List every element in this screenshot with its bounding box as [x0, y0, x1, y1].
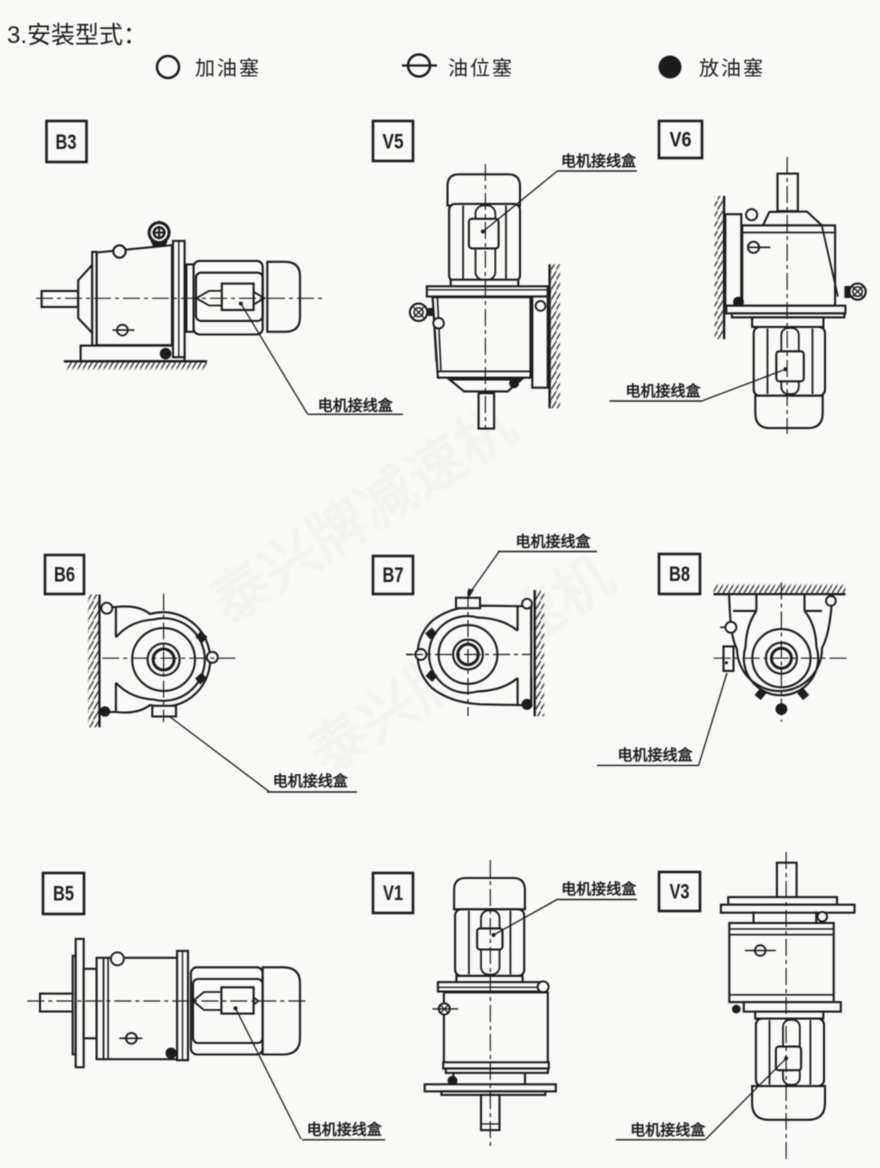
- svg-text:V1: V1: [383, 882, 403, 905]
- svg-text:V5: V5: [383, 131, 404, 154]
- svg-text:电机接线盒: 电机接线盒: [630, 1121, 706, 1139]
- svg-text:加油塞: 加油塞: [195, 57, 261, 80]
- svg-text:电机接线盒: 电机接线盒: [561, 880, 637, 898]
- svg-text:放油塞: 放油塞: [699, 57, 765, 80]
- svg-text:油位塞: 油位塞: [448, 57, 514, 80]
- svg-text:电机接线盒: 电机接线盒: [273, 772, 349, 790]
- svg-text:电机接线盒: 电机接线盒: [318, 397, 394, 415]
- svg-text:B5: B5: [53, 883, 74, 906]
- svg-text:电机接线盒: 电机接线盒: [626, 382, 702, 400]
- svg-text:电机接线盒: 电机接线盒: [516, 533, 592, 551]
- svg-text:电机接线盒: 电机接线盒: [307, 1121, 383, 1139]
- svg-text:3.安装型式：: 3.安装型式：: [7, 22, 147, 49]
- svg-text:V3: V3: [670, 881, 690, 904]
- svg-text:B7: B7: [383, 564, 404, 587]
- svg-text:电机接线盒: 电机接线盒: [561, 152, 637, 170]
- svg-text:电机接线盒: 电机接线盒: [618, 746, 694, 764]
- svg-text:V6: V6: [670, 129, 692, 152]
- svg-text:B8: B8: [669, 563, 690, 586]
- svg-text:B6: B6: [54, 564, 75, 587]
- svg-text:B3: B3: [56, 131, 77, 154]
